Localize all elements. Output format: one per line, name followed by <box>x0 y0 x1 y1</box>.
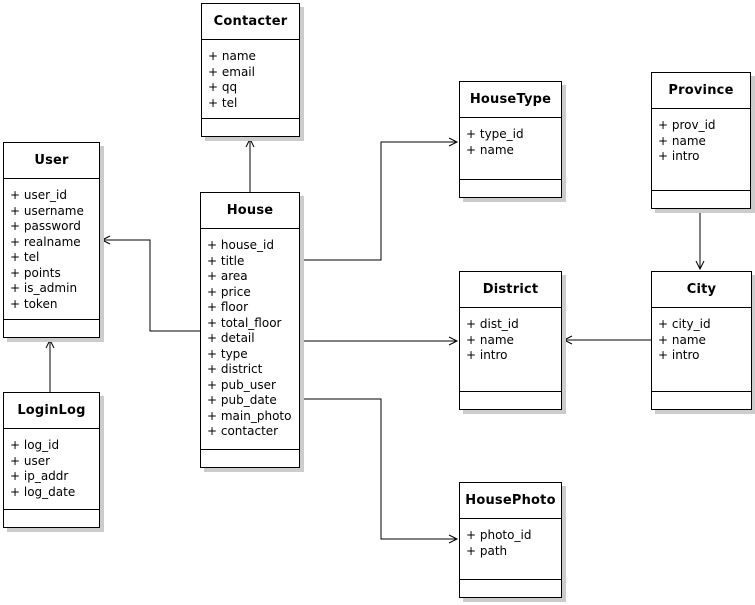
class-housetype[interactable]: HouseType + type_id + name <box>459 81 562 198</box>
attribute: + photo_id <box>466 528 532 542</box>
class-city-attributes: + city_id + name + intro <box>652 308 751 391</box>
attribute: + price <box>207 284 251 299</box>
attribute: + pub_date <box>207 393 277 407</box>
attribute: + name <box>466 332 514 347</box>
attribute: + points <box>10 265 61 280</box>
class-loginlog-title: LoginLog <box>4 393 99 429</box>
class-city[interactable]: City + city_id + name + intro <box>651 271 752 410</box>
attribute: + user <box>10 453 51 468</box>
class-contacter[interactable]: Contacter + name + email + qq + tel <box>201 3 300 137</box>
class-province-title: Province <box>652 73 750 109</box>
attribute: + type_id <box>466 127 524 141</box>
attribute: + name <box>466 142 514 157</box>
class-loginlog[interactable]: LoginLog + log_id + user + ip_addr + log… <box>3 392 100 528</box>
attribute: + dist_id <box>466 317 519 331</box>
class-house-title: House <box>201 193 299 229</box>
attribute: + log_date <box>10 484 76 499</box>
attribute: + email <box>208 64 255 79</box>
attribute: + detail <box>207 331 255 345</box>
attribute: + city_id <box>658 317 711 331</box>
class-house-methods <box>201 449 299 467</box>
class-house[interactable]: House + house_id + title + area + price … <box>200 192 300 468</box>
class-district[interactable]: District + dist_id + name + intro <box>459 271 562 410</box>
attribute: + password <box>10 219 81 233</box>
attribute: + tel <box>208 95 238 110</box>
connector-house-housephoto <box>300 398 459 544</box>
class-house-attributes: + house_id + title + area + price + floo… <box>201 229 299 449</box>
attribute: + pub_user <box>207 377 276 392</box>
attribute: + user_id <box>10 188 67 202</box>
class-loginlog-attributes: + log_id + user + ip_addr + log_date <box>4 429 99 509</box>
attribute: + type <box>207 346 248 361</box>
attribute: + path <box>466 543 508 558</box>
attribute: + intro <box>658 348 700 362</box>
class-district-methods <box>460 391 561 409</box>
class-province-methods <box>652 190 750 208</box>
attribute: + name <box>208 49 256 63</box>
class-contacter-title: Contacter <box>202 4 299 40</box>
connector-house-user <box>100 235 200 332</box>
class-province[interactable]: Province + prov_id + name + intro <box>651 72 751 209</box>
attribute: + house_id <box>207 238 275 252</box>
class-housetype-methods <box>460 179 561 197</box>
class-housephoto-title: HousePhoto <box>460 483 561 519</box>
class-user-attributes: + user_id + username + password + realna… <box>4 179 99 319</box>
class-housephoto-attributes: + photo_id + path <box>460 519 561 579</box>
class-housephoto-methods <box>460 579 561 597</box>
attribute: + district <box>207 362 263 376</box>
attribute: + qq <box>208 80 238 94</box>
attribute: + main_photo <box>207 408 292 423</box>
class-user-title: User <box>4 143 99 179</box>
class-contacter-methods <box>202 118 299 136</box>
connector-house-housetype <box>300 137 459 261</box>
class-housetype-title: HouseType <box>460 82 561 118</box>
attribute: + total_floor <box>207 315 282 330</box>
attribute: + intro <box>466 348 508 362</box>
attribute: + floor <box>207 300 249 314</box>
attribute: + title <box>207 253 245 268</box>
attribute: + intro <box>658 149 700 163</box>
attribute: + name <box>658 332 706 347</box>
attribute: + ip_addr <box>10 469 69 483</box>
class-user-methods <box>4 319 99 337</box>
attribute: + contacter <box>207 424 279 438</box>
attribute: + area <box>207 269 248 283</box>
class-province-attributes: + prov_id + name + intro <box>652 109 750 190</box>
class-city-title: City <box>652 272 751 308</box>
attribute: + realname <box>10 234 81 249</box>
class-district-title: District <box>460 272 561 308</box>
class-housetype-attributes: + type_id + name <box>460 118 561 179</box>
class-loginlog-methods <box>4 509 99 527</box>
class-district-attributes: + dist_id + name + intro <box>460 308 561 391</box>
class-contacter-attributes: + name + email + qq + tel <box>202 40 299 118</box>
class-city-methods <box>652 391 751 409</box>
attribute: + username <box>10 203 84 218</box>
class-housephoto[interactable]: HousePhoto + photo_id + path <box>459 482 562 598</box>
attribute: + log_id <box>10 438 60 452</box>
class-user[interactable]: User + user_id + username + password + r… <box>3 142 100 338</box>
attribute: + prov_id <box>658 118 716 132</box>
attribute: + tel <box>10 250 40 264</box>
attribute: + token <box>10 296 58 311</box>
attribute: + name <box>658 133 706 148</box>
attribute: + is_admin <box>10 281 78 295</box>
